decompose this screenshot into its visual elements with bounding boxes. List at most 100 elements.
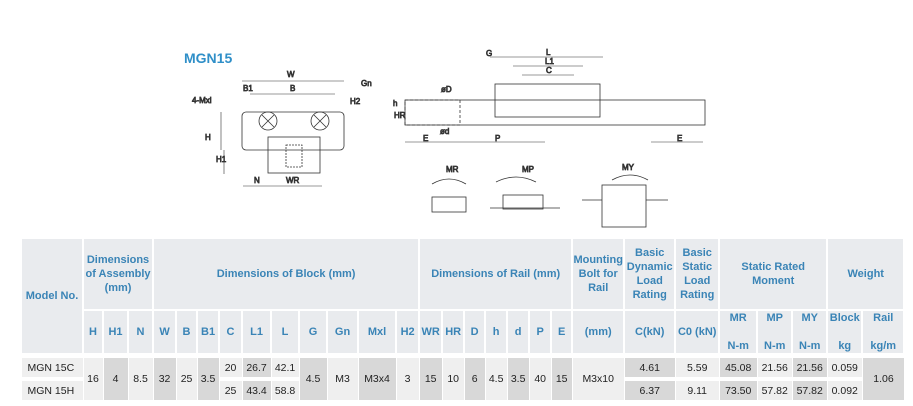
- cell-hr: 10: [441, 358, 465, 400]
- table-row: MGN 15H 25 43.4 58.8 6.37 9.11 73.50 57.…: [20, 377, 904, 400]
- cell-mp: 57.82: [756, 377, 793, 400]
- cell-wr: 15: [418, 358, 443, 400]
- label-g: G: [486, 49, 492, 58]
- label-p: P: [495, 134, 500, 143]
- label-b: B: [290, 84, 295, 93]
- cell-b1: 3.5: [196, 358, 220, 400]
- cell-c: 25: [218, 377, 243, 400]
- col-w: W: [152, 309, 178, 355]
- col-hr: HR: [441, 309, 466, 355]
- col-c0-kn: C0 (kN): [674, 309, 721, 355]
- label-e-right: E: [677, 134, 682, 143]
- col-b1: B1: [196, 309, 221, 355]
- header-block: Dimensions of Block (mm): [152, 237, 421, 311]
- model-cell: MGN 15H: [20, 377, 83, 400]
- cell-l1: 26.7: [241, 358, 272, 379]
- col-p: P: [528, 309, 553, 355]
- header-assembly: Dimensions of Assembly (mm): [81, 237, 155, 311]
- label-wr: WR: [286, 176, 300, 185]
- cell-n: 8.5: [127, 358, 154, 400]
- cell-dynamic: 4.61: [623, 358, 676, 379]
- col-c-kn: C(kN): [623, 309, 677, 355]
- label-mr: MR: [446, 165, 459, 174]
- col-g: G: [298, 309, 329, 355]
- cell-static: 5.59: [674, 358, 720, 379]
- label-n: N: [254, 176, 260, 185]
- cell-h2: 3: [395, 358, 420, 400]
- header-static: Basic Static Load Rating: [674, 237, 721, 311]
- col-e: E: [550, 309, 574, 355]
- cell-block-weight: 0.092: [826, 377, 863, 400]
- model-title: MGN15: [184, 50, 233, 66]
- cell-b: 25: [175, 358, 198, 400]
- col-l: L: [270, 309, 301, 355]
- label-e-left: E: [423, 134, 428, 143]
- cell-l: 58.8: [270, 377, 300, 400]
- label-h1: H1: [216, 155, 227, 164]
- label-b1: B1: [243, 84, 253, 93]
- label-d-small: ød: [440, 127, 449, 136]
- label-h-small: h: [393, 99, 397, 108]
- col-d: D: [463, 309, 487, 355]
- header-model: Model No.: [20, 237, 84, 355]
- cell-l: 42.1: [270, 358, 300, 379]
- cell-e: 15: [550, 358, 573, 400]
- label-w: W: [287, 70, 295, 79]
- header-weight: Weight: [826, 237, 906, 311]
- cell-bolt: M3x10: [571, 358, 625, 400]
- spec-table: Model No. Dimensions of Assembly (mm) Di…: [20, 237, 906, 400]
- col-mxl: Mxl: [357, 309, 398, 355]
- cell-h-small: 4.5: [484, 358, 508, 400]
- label-mxl: 4-Mxl: [192, 96, 212, 105]
- table-row: MGN 15C 16 4 8.5 32 25 3.5 20 26.7 42.1 …: [20, 358, 905, 400]
- label-c: C: [546, 66, 552, 75]
- cell-g: 4.5: [298, 358, 328, 400]
- col-h1: H1: [102, 309, 129, 355]
- header-bolt: Mounting Bolt for Rail: [571, 237, 626, 311]
- col-h-small: h: [484, 309, 509, 355]
- cell-dynamic: 6.37: [623, 377, 676, 400]
- col-b: B: [175, 309, 199, 355]
- label-d-big: øD: [441, 85, 452, 94]
- label-l1: L1: [545, 57, 554, 66]
- cell-w: 32: [152, 358, 177, 400]
- header-moment: Static Rated Moment: [718, 237, 829, 311]
- cell-mp: 21.56: [756, 358, 793, 379]
- label-h2: H2: [350, 97, 361, 106]
- col-l1: L1: [241, 309, 273, 355]
- label-gn: Gn: [361, 79, 372, 88]
- label-my: MY: [622, 163, 635, 172]
- col-h2: H2: [395, 309, 421, 355]
- side-view: [404, 56, 706, 143]
- col-d-small: d: [506, 309, 531, 355]
- label-mp: MP: [522, 165, 534, 174]
- cell-static: 9.11: [674, 377, 720, 400]
- cell-block-weight: 0.059: [826, 358, 863, 379]
- cell-d-small: 3.5: [506, 358, 530, 400]
- col-n: N: [126, 309, 155, 355]
- cross-section-view: [220, 80, 345, 187]
- technical-drawing: W B1 B Gn 4-Mxl H H1 H2 N WR HR h øD ød …: [192, 48, 706, 228]
- col-h: H: [82, 309, 104, 355]
- cell-rail-weight: 1.06: [861, 358, 905, 400]
- model-cell: MGN 15C: [20, 358, 83, 379]
- moment-icons: [431, 174, 668, 228]
- cell-mr: 45.08: [718, 358, 758, 379]
- cell-h1: 4: [102, 358, 128, 400]
- cell-mr: 73.50: [718, 377, 758, 400]
- cell-my: 57.82: [791, 377, 828, 400]
- label-h: H: [205, 133, 211, 142]
- header-rail: Dimensions of Rail (mm): [418, 237, 574, 311]
- col-c: C: [218, 309, 244, 355]
- cell-mxl: M3x4: [357, 358, 397, 400]
- cell-l1: 43.4: [241, 377, 272, 400]
- cell-gn: M3: [326, 358, 359, 400]
- cell-c: 20: [218, 358, 243, 379]
- col-gn: Gn: [326, 309, 360, 355]
- cell-d: 6: [463, 358, 486, 400]
